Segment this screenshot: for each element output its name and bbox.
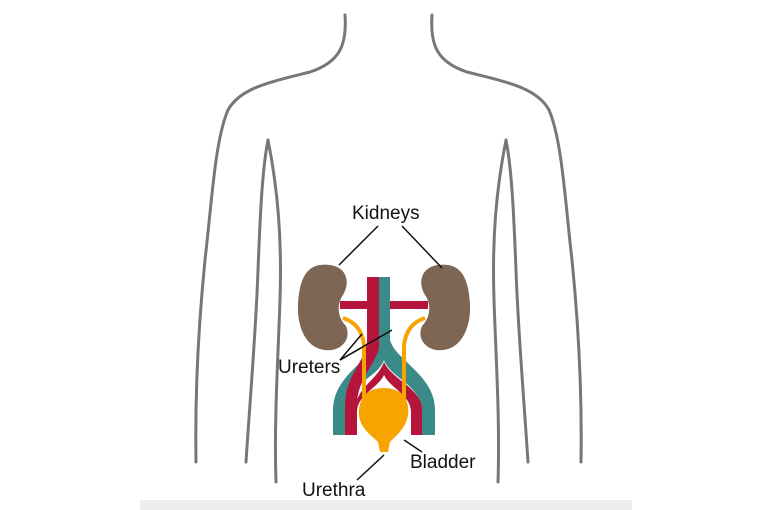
body-outline (194, 13, 583, 484)
renal-artery-right (384, 301, 428, 309)
vena-cava (333, 277, 435, 435)
bladder (358, 388, 409, 452)
label-bladder: Bladder (410, 452, 476, 473)
kidney-right (420, 264, 471, 351)
label-kidneys: Kidneys (352, 203, 420, 224)
label-urethra: Urethra (302, 480, 366, 501)
ureters (342, 316, 426, 405)
kidney-left (297, 264, 348, 351)
label-ureters: Ureters (278, 357, 340, 378)
bottom-strip (140, 500, 632, 510)
leader-lines (338, 225, 443, 481)
renal-vein-left (340, 301, 380, 309)
